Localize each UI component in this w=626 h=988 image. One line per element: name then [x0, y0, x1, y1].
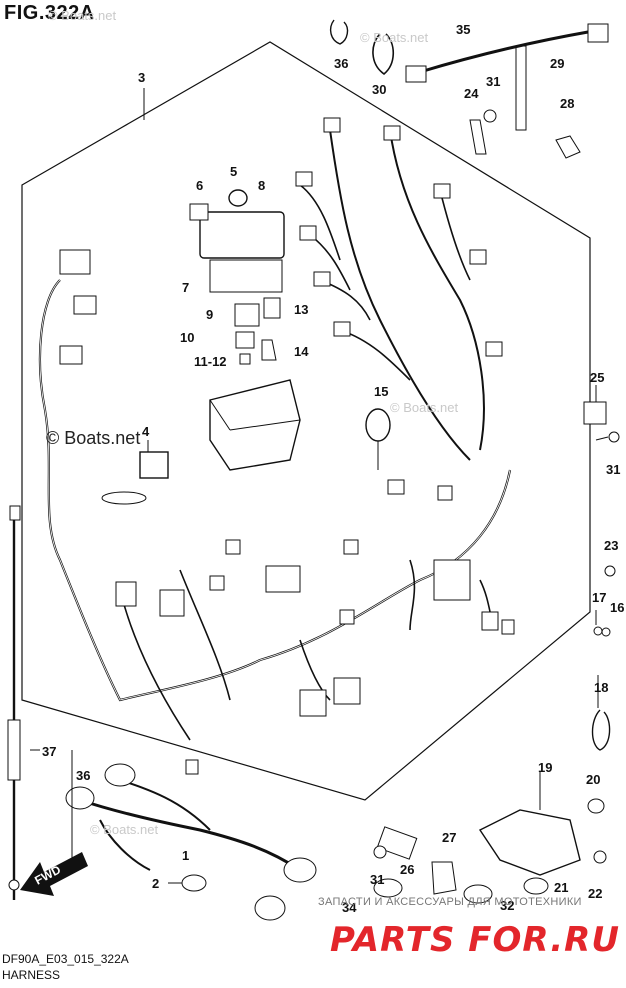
callout-3: 3 [138, 70, 146, 85]
watermark-mid: © Boats.net [390, 400, 459, 415]
callout-16: 16 [610, 600, 625, 615]
callout-23: 23 [604, 538, 619, 553]
figure-name: HARNESS [2, 968, 61, 982]
callout-26: 26 [400, 862, 415, 877]
callout-24: 24 [464, 86, 479, 101]
callout-31-right: 31 [606, 462, 621, 477]
callout-18: 18 [594, 680, 609, 695]
callout-5: 5 [230, 164, 238, 179]
figure-title: FIG.322A [4, 2, 95, 24]
callout-2: 2 [152, 876, 160, 891]
callout-7: 7 [182, 280, 190, 295]
figure-code: DF90A_E03_015_322A [2, 952, 129, 966]
battery-cable [79, 798, 301, 872]
callout-31-top: 31 [486, 74, 501, 89]
callout-30: 30 [372, 82, 387, 97]
callout-27: 27 [442, 830, 457, 845]
shop-brand: PARTS FOR.RU [330, 920, 620, 960]
callout-35: 36 [334, 56, 349, 71]
callout-17: 17 [592, 590, 607, 605]
callout-32: 32 [500, 898, 515, 913]
callout-29: 29 [550, 56, 565, 71]
junction-box [209, 379, 301, 471]
watermark-top: © Boats.net [48, 8, 117, 23]
callout-28: 28 [560, 96, 575, 111]
upper-harness-wire [329, 129, 471, 461]
shop-subtitle: ЗАПАСТИ И АКСЕССУАРЫ ДЛЯ МОТОТЕХНИКИ [318, 896, 582, 908]
callout-25: 25 [590, 370, 605, 385]
callout-19: 19 [538, 760, 553, 775]
callout-15: 15 [374, 384, 389, 399]
callout-33: 34 [342, 900, 357, 915]
fwd-arrow [20, 852, 88, 896]
callout-31-bottom: 31 [370, 872, 385, 887]
callout-36: 36 [76, 768, 91, 783]
bracket-19 [478, 809, 581, 876]
callout-9: 9 [206, 307, 214, 322]
callout-14: 14 [294, 344, 309, 359]
watermark-top-right: © Boats.net [360, 30, 429, 45]
callout-6: 6 [196, 178, 204, 193]
callout-34: 35 [456, 22, 471, 37]
callout-4: 4 [142, 424, 150, 439]
callout-10: 10 [180, 330, 195, 345]
cable-34 [419, 30, 589, 74]
callout-11-12: 11-12 [194, 354, 227, 369]
watermark-boats-large: © Boats.net [46, 428, 141, 448]
callout-22: 22 [588, 886, 603, 901]
harness-frame [21, 41, 591, 801]
callout-21: 21 [554, 880, 569, 895]
callout-1: 1 [182, 848, 190, 863]
watermark-bottom: © Boats.net [90, 822, 159, 837]
callout-37: 37 [42, 744, 57, 759]
callout-13: 13 [294, 302, 309, 317]
callout-8: 8 [258, 178, 266, 193]
callout-20: 20 [586, 772, 601, 787]
